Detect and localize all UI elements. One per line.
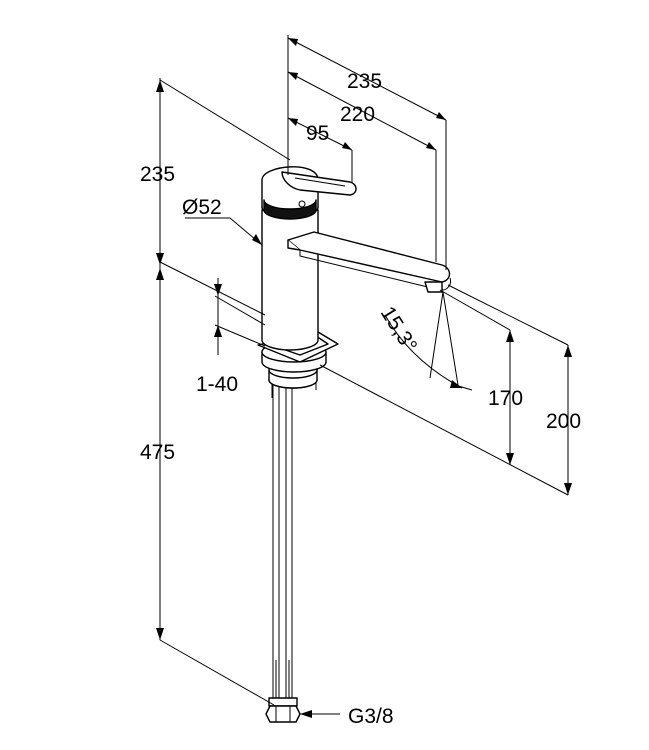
dim-connection: G3/8 bbox=[348, 705, 394, 728]
faucet bbox=[257, 166, 451, 723]
dim-170-height: 170 bbox=[488, 387, 523, 410]
dim-200-height: 200 bbox=[546, 410, 581, 433]
dimension-labels: 235 220 95 235 Ø52 1-40 475 15,3° 170 20… bbox=[140, 70, 581, 728]
dim-220-width: 220 bbox=[340, 103, 375, 126]
spout bbox=[287, 231, 451, 293]
supply-hoses bbox=[272, 380, 293, 700]
dim-deck-thickness: 1-40 bbox=[196, 373, 238, 396]
dim-235-width: 235 bbox=[347, 70, 382, 93]
dim-235-height: 235 bbox=[140, 163, 175, 186]
dim-diameter: Ø52 bbox=[182, 196, 222, 219]
dim-95-handle: 95 bbox=[306, 122, 329, 145]
dimension-lines bbox=[156, 35, 572, 718]
dim-spout-angle: 15,3° bbox=[376, 302, 422, 356]
lever-handle bbox=[281, 171, 357, 196]
dim-475-hose: 475 bbox=[140, 441, 175, 464]
hose-fitting bbox=[265, 697, 301, 723]
body-cylinder bbox=[261, 196, 319, 351]
